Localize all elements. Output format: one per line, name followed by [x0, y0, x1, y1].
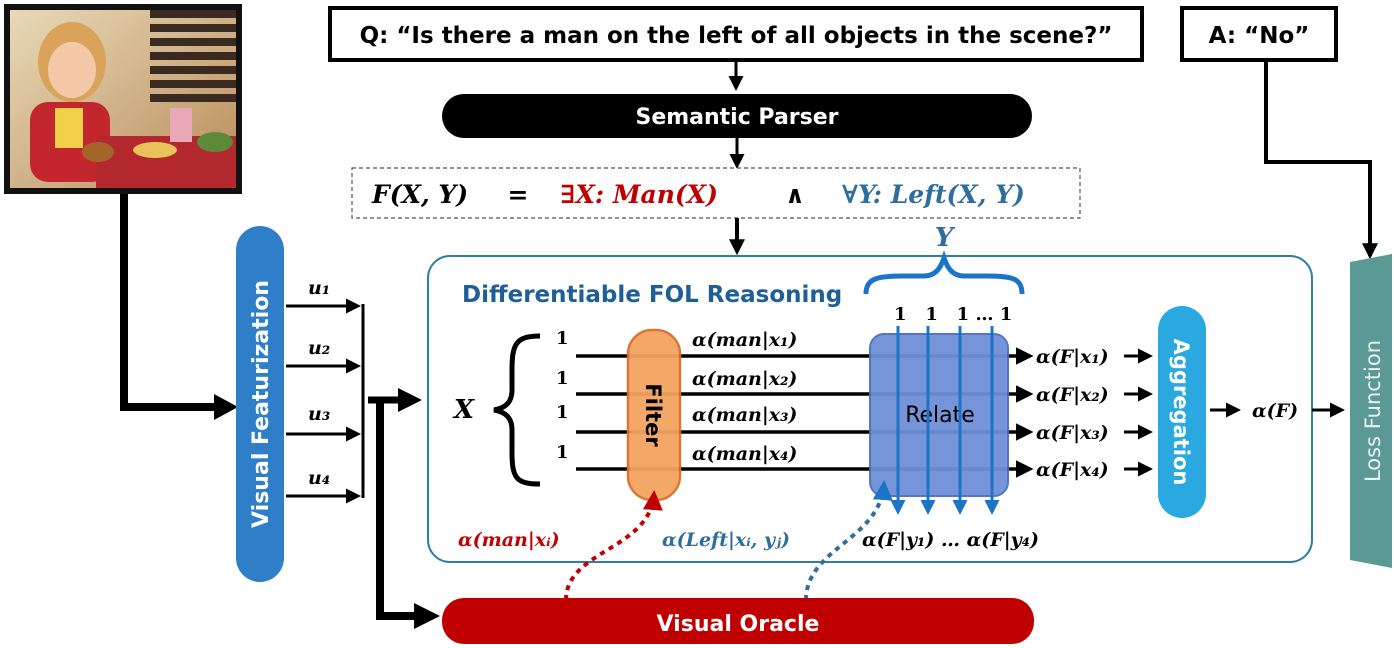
one-x4: 1 — [556, 442, 569, 463]
question-text: Q: “Is there a man on the left of all ob… — [360, 23, 1113, 49]
arrow-head-image — [214, 394, 238, 420]
dotted-arrow-left — [804, 480, 893, 601]
relate-block: Relate — [869, 333, 1009, 497]
features-to-reasoning — [368, 388, 440, 629]
fx-to-aggregation-arrows — [1124, 348, 1153, 477]
alpha-man-x4: α(man|x₄) — [692, 443, 797, 465]
alpha-man-x2: α(man|x₂) — [692, 368, 797, 390]
formula-exists-man: ∃X: Man(X) — [560, 180, 718, 209]
filter-label: Filter — [641, 383, 665, 447]
one-x2: 1 — [556, 368, 569, 389]
y-label: Y — [935, 223, 956, 253]
answer-text: A: “No” — [1209, 23, 1310, 49]
alpha-fx3: α(F|x₃) — [1036, 422, 1109, 444]
relate-label: Relate — [905, 403, 975, 428]
answer-box: A: “No” — [1180, 6, 1338, 62]
feature-u3: u₃ — [308, 403, 330, 425]
visual-featurization-label: Visual Featurization — [249, 280, 274, 528]
alpha-fx1: α(F|x₁) — [1036, 346, 1109, 368]
formula-equals: = — [508, 180, 529, 209]
alpha-man-x3: α(man|x₃) — [692, 404, 797, 426]
formula-lhs: F(X, Y) — [371, 180, 468, 209]
question-box: Q: “Is there a man on the left of all ob… — [328, 6, 1144, 62]
formula-forall-left: ∀Y: Left(X, Y) — [842, 180, 1025, 209]
visual-featurization-block: Visual Featurization — [236, 226, 284, 582]
alpha-fx2: α(F|x₂) — [1036, 384, 1109, 406]
alpha-man-x1: α(man|x₁) — [692, 329, 797, 351]
alpha-man-labels: α(man|x₁) α(man|x₂) α(man|x₃) α(man|x₄) — [692, 329, 797, 465]
feature-u2: u₂ — [308, 337, 330, 359]
alpha-fy-label: α(F|y₁) … α(F|y₄) — [862, 529, 1039, 551]
input-image — [4, 4, 242, 194]
visual-oracle-label: Visual Oracle — [657, 612, 820, 637]
reasoning-title: Differentiable FOL Reasoning — [462, 282, 842, 308]
formula-and: ∧ — [785, 180, 805, 209]
filter-block: Filter — [626, 328, 682, 502]
y-ones: 1 1 1 … 1 — [894, 304, 1012, 325]
y-brace: Y — [863, 223, 1025, 295]
one-x3: 1 — [556, 402, 569, 423]
feature-arrows — [286, 298, 365, 504]
alpha-fx4: α(F|x₄) — [1036, 459, 1109, 481]
feature-u1: u₁ — [308, 277, 330, 299]
feature-labels: u₁ u₂ u₃ u₄ — [308, 277, 330, 489]
arrow-answer-to-loss — [1264, 60, 1378, 260]
oracle-man-label: α(man|xᵢ) — [458, 529, 560, 551]
alpha-fx-labels: α(F|x₁) α(F|x₂) α(F|x₃) α(F|x₄) — [1036, 346, 1109, 481]
formula-box: F(X, Y) = ∃X: Man(X) ∧ ∀Y: Left(X, Y) — [351, 167, 1081, 219]
semantic-parser-block: Semantic Parser — [442, 94, 1032, 138]
aggregation-label: Aggregation — [1169, 339, 1193, 486]
visual-oracle-block: Visual Oracle — [442, 598, 1034, 644]
arrow-image-to-featurization — [120, 194, 226, 411]
one-x1: 1 — [556, 328, 569, 349]
semantic-parser-label: Semantic Parser — [635, 105, 838, 130]
relate-column-arrows — [890, 326, 1000, 515]
loss-function-label: Loss Function — [1361, 340, 1385, 482]
feature-u4: u₄ — [308, 467, 330, 489]
loss-function-block: Loss Function — [1350, 254, 1392, 568]
aggregation-block: Aggregation — [1158, 306, 1206, 518]
x-ones: 1 1 1 1 — [556, 328, 569, 463]
x-brace: X — [452, 333, 541, 487]
x-label: X — [452, 395, 476, 425]
alpha-f-label: α(F) — [1252, 400, 1298, 422]
oracle-left-label: α(Left|xᵢ, yⱼ) — [662, 529, 790, 551]
